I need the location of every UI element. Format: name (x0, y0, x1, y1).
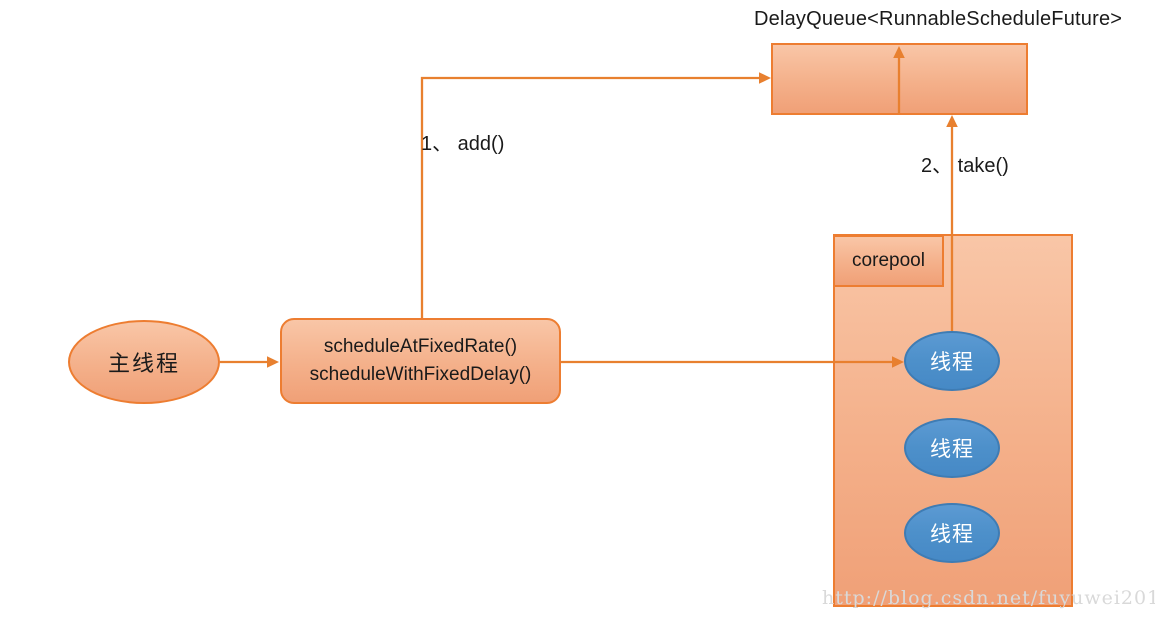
thread-label: 线程 (930, 523, 974, 546)
thread-ellipse-1: 线程 (904, 331, 1000, 391)
schedule-with-fixed-delay-label: scheduleWithFixedDelay() (309, 364, 532, 385)
thread-ellipse-2: 线程 (904, 418, 1000, 478)
schedule-at-fixed-rate-label: scheduleAtFixedRate() (323, 336, 518, 357)
main-to-schedule-arrow (220, 356, 279, 368)
add-arrow (420, 72, 771, 318)
delayqueue-title: DelayQueue<RunnableScheduleFuture> (754, 8, 1123, 30)
take-step-label: 2、 take() (921, 155, 1009, 177)
thread-label: 线程 (930, 351, 974, 374)
main-thread-label: 主线程 (107, 351, 180, 376)
add-step-label: 1、 add() (421, 133, 505, 155)
thread-ellipse-3: 线程 (904, 503, 1000, 563)
delayqueue-box (771, 43, 1028, 115)
corepool-label-box: corepool (833, 235, 944, 287)
corepool-label: corepool (852, 250, 925, 271)
watermark-text: http://blog.csdn.net/fuyuwei2015 (822, 587, 1155, 609)
thread-label: 线程 (930, 438, 974, 461)
schedule-methods-box: scheduleAtFixedRate() scheduleWithFixedD… (280, 318, 561, 404)
main-thread-ellipse: 主线程 (68, 320, 220, 404)
